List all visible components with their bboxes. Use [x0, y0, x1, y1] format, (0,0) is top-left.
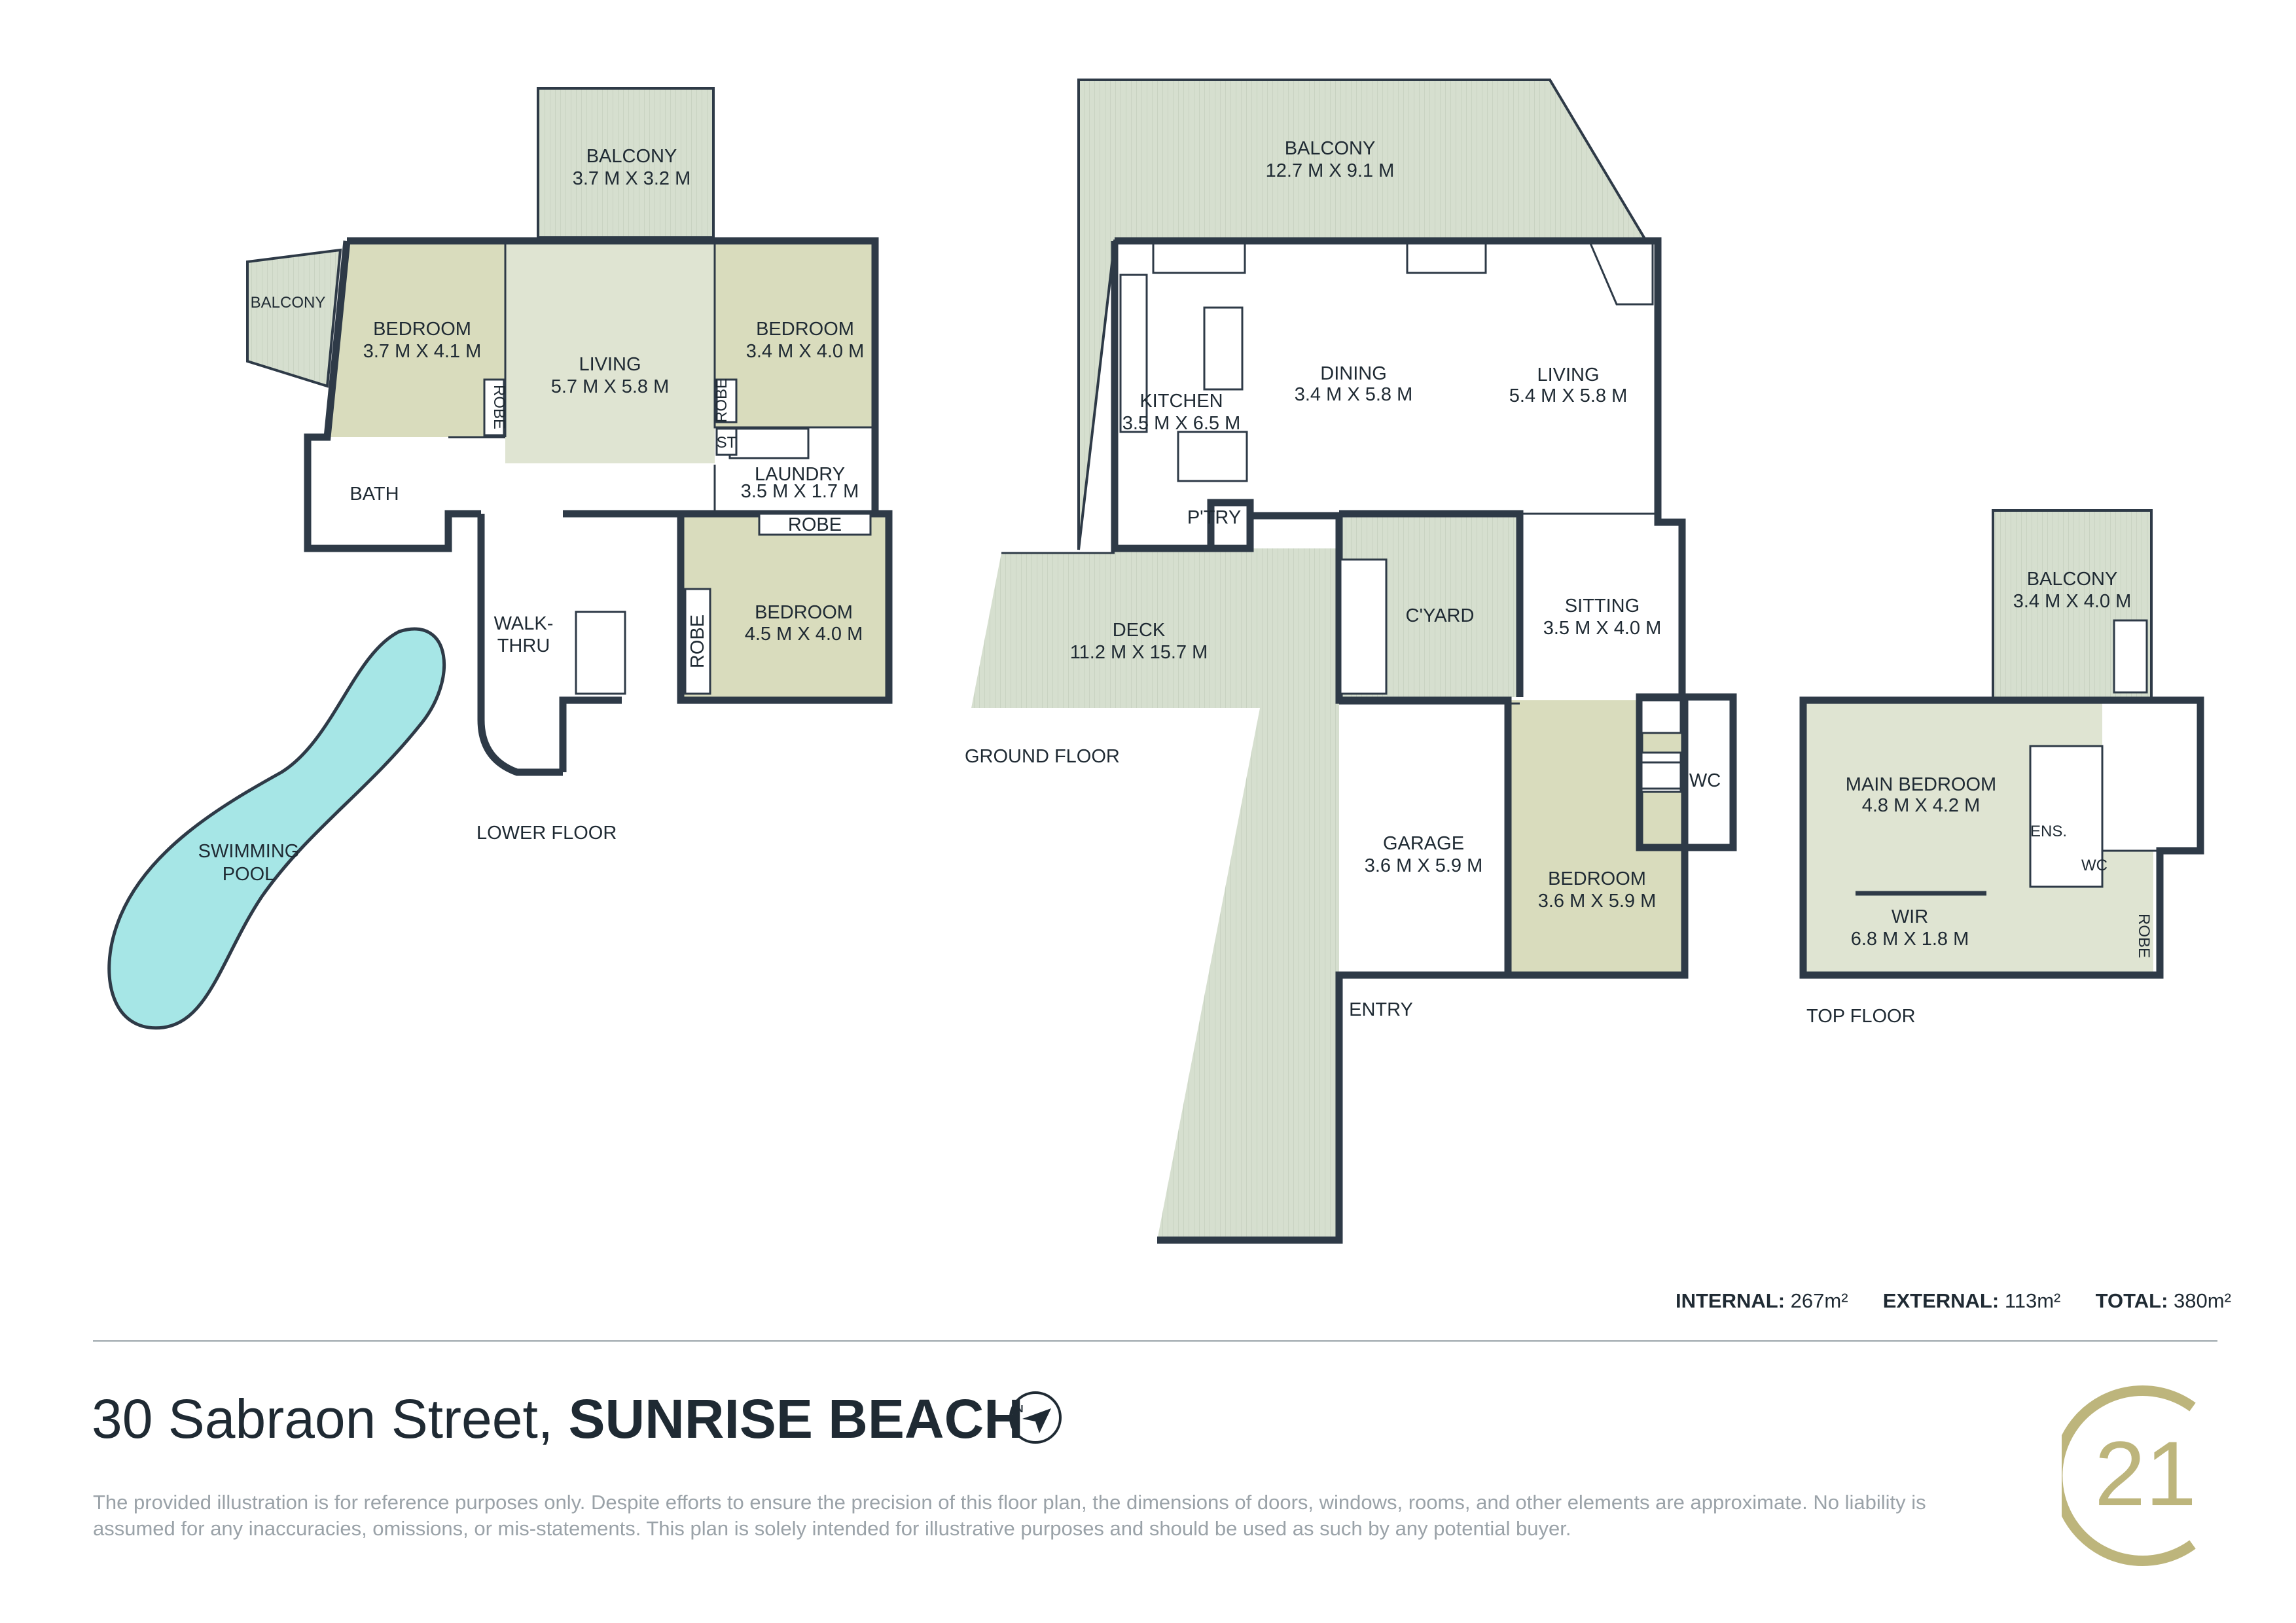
room-dims: POOL	[223, 864, 276, 885]
room-label: BATH	[350, 484, 399, 505]
small-label: ROBE	[2135, 914, 2153, 958]
address: 30 Sabraon Street, SUNRISE BEACH	[92, 1387, 1024, 1451]
room-label: BEDROOM	[373, 319, 471, 340]
room-label: WIR	[1892, 906, 1928, 927]
room-dims: 5.7 M X 5.8 M	[551, 376, 670, 397]
room-label: BEDROOM	[1548, 868, 1646, 889]
room-label: BEDROOM	[756, 319, 854, 340]
internal-label: INTERNAL:	[1676, 1289, 1785, 1312]
room-dims: 11.2 M X 15.7 M	[1070, 642, 1208, 663]
top-floor: BALCONY 3.4 M X 4.0 M MAIN BEDROOM 4.8 M…	[1799, 509, 2204, 1027]
room-label: BALCONY	[586, 146, 677, 167]
room-label: WALK-	[494, 613, 554, 634]
room-label: ENS.	[2030, 823, 2067, 840]
room-dims: 3.4 M X 4.0 M	[746, 341, 865, 362]
room-label: KITCHEN	[1139, 391, 1223, 412]
room-dims: 3.5 M X 4.0 M	[1543, 618, 1662, 639]
lower-bedroom-right	[715, 241, 875, 427]
room-label: BALCONY	[2027, 569, 2118, 590]
divider	[93, 1340, 2217, 1342]
room-label: ROBE	[788, 514, 842, 535]
small-label: ROBE	[687, 615, 708, 668]
room-dims: 3.7 M X 4.1 M	[363, 341, 482, 362]
street: 30 Sabraon Street,	[92, 1388, 554, 1450]
small-label: ROBE	[490, 385, 508, 429]
room-label: BEDROOM	[755, 602, 853, 623]
room-dims: 5.4 M X 5.8 M	[1509, 385, 1628, 406]
ground-deck	[971, 241, 1339, 1240]
area-summary: INTERNAL: 267m² EXTERNAL: 113m² TOTAL: 3…	[1676, 1289, 2231, 1313]
swimming-pool	[107, 627, 446, 1030]
room-dims: 4.8 M X 4.2 M	[1862, 795, 1981, 816]
room-label: WC	[2081, 857, 2108, 874]
small-label: ROBE	[713, 378, 730, 423]
external-label: EXTERNAL:	[1882, 1289, 2000, 1312]
lower-bedroom-bottom	[681, 514, 889, 700]
room-dims: 3.6 M X 5.9 M	[1365, 855, 1483, 876]
top-stairs	[2102, 700, 2200, 851]
internal-value: 267m²	[1790, 1289, 1848, 1312]
floor-label-top: TOP FLOOR	[1806, 1006, 1916, 1027]
room-dims: 3.4 M X 4.0 M	[2013, 591, 2132, 612]
total-value: 380m²	[2174, 1289, 2231, 1312]
room-label: C'YARD	[1406, 605, 1475, 626]
room-dims: 4.5 M X 4.0 M	[745, 624, 863, 645]
room-label: DINING	[1320, 363, 1387, 384]
room-label: ENTRY	[1349, 999, 1413, 1020]
room-label: WC	[1689, 770, 1721, 791]
lower-bath	[308, 437, 448, 548]
room-dims: 6.8 M X 1.8 M	[1851, 929, 1969, 950]
lower-floor: BALCONY 3.7 M X 3.2 M BALCONY BEDROOM 3.…	[107, 87, 893, 1030]
room-dims: 3.4 M X 5.8 M	[1295, 384, 1413, 405]
top-ensuite	[2030, 746, 2102, 887]
small-label: ST	[717, 434, 737, 452]
lower-balcony-left	[246, 248, 342, 388]
room-label: LAUNDRY	[755, 464, 845, 485]
room-label: P'TRY	[1187, 507, 1241, 528]
room-dims: 3.6 M X 5.9 M	[1538, 891, 1657, 912]
room-dims: 3.5 M X 6.5 M	[1122, 413, 1241, 434]
room-dims: 12.7 M X 9.1 M	[1266, 160, 1395, 181]
ground-garage	[1339, 700, 1508, 975]
room-dims: 3.5 M X 1.7 M	[741, 481, 859, 502]
svg-text:N: N	[1016, 1404, 1024, 1415]
ground-bedroom	[1508, 700, 1685, 975]
room-label: LIVING	[1537, 365, 1599, 385]
floor-label-lower: LOWER FLOOR	[476, 823, 617, 844]
lower-living	[505, 241, 715, 463]
room-label: BALCONY	[1285, 138, 1376, 159]
external-value: 113m²	[2004, 1289, 2061, 1312]
room-dims: THRU	[497, 635, 550, 656]
total-label: TOTAL:	[2095, 1289, 2168, 1312]
lower-walk-thru	[481, 514, 563, 772]
suburb: SUNRISE BEACH	[568, 1388, 1024, 1450]
ground-sitting	[1520, 514, 1677, 697]
room-label: SWIMMING	[198, 841, 300, 862]
room-label: LIVING	[579, 354, 641, 375]
room-label: SITTING	[1565, 596, 1640, 616]
compass-icon: N	[1009, 1391, 1062, 1444]
room-label: DECK	[1113, 620, 1166, 641]
room-label: MAIN BEDROOM	[1846, 774, 1996, 795]
lower-bedroom-left	[327, 241, 505, 437]
century21-logo: 21	[2062, 1385, 2197, 1566]
lower-balcony-top	[537, 87, 715, 239]
ground-floor: BALCONY 12.7 M X 9.1 M KITCHEN 3.5 M X 6…	[965, 79, 1737, 1244]
disclaimer: The provided illustration is for referen…	[93, 1491, 1926, 1540]
floor-label-ground: GROUND FLOOR	[965, 746, 1120, 767]
room-label: BALCONY	[251, 294, 326, 312]
room-dims: 3.7 M X 3.2 M	[573, 168, 691, 189]
logo-text: 21	[2094, 1422, 2197, 1525]
room-label: GARAGE	[1383, 833, 1464, 854]
